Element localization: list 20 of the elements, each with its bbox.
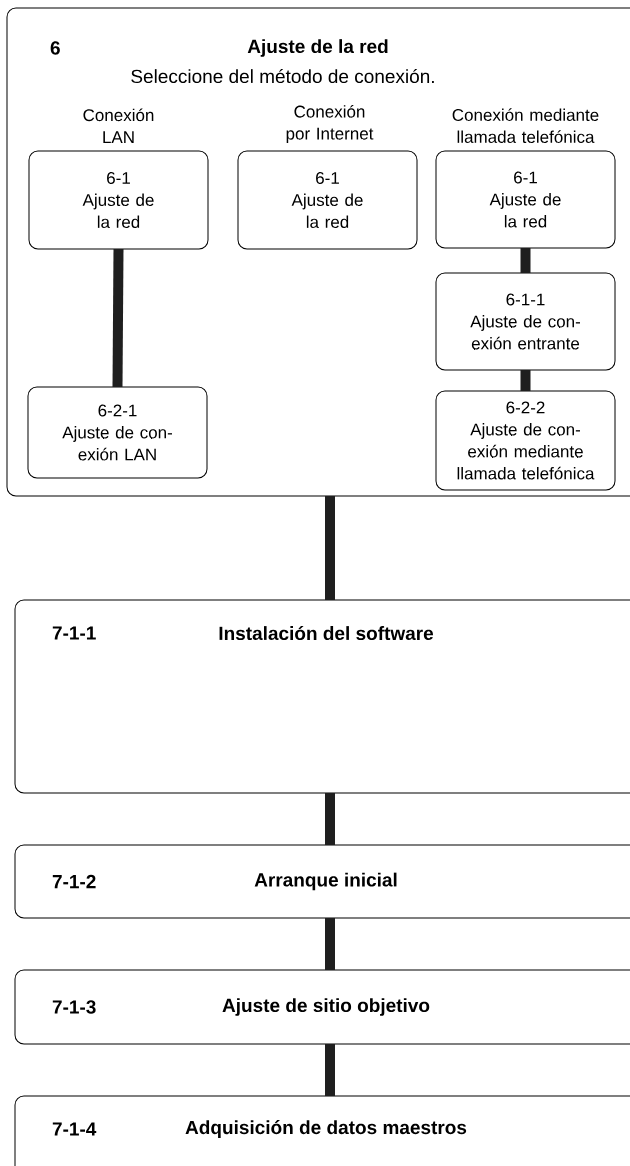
connector-line [325, 1044, 335, 1096]
connector-line [325, 793, 335, 845]
connector-line [520, 248, 531, 273]
step-box: 6-1 Ajuste de la red [237, 150, 418, 250]
step-box: 7-1-4 Adquisición de datos maestros [14, 1095, 630, 1166]
step-box: 6-1-1 Ajuste de con- exión entrante [435, 272, 616, 371]
connector-line [325, 918, 335, 970]
step-box: 6-1 Ajuste de la red [28, 150, 209, 250]
step-box: 7-1-2 Arranque inicial [14, 844, 630, 919]
step-box: 6-1 Ajuste de la red [435, 150, 616, 249]
connector-line [520, 370, 531, 391]
step-box: 6-2-2 Ajuste de con- exión mediante llamada telefónica [435, 390, 616, 491]
step-box: 7-1-3 Ajuste de sitio objetivo [14, 969, 630, 1045]
column-heading: Conexión por Internet [286, 104, 374, 143]
column-heading: Conexión mediante llamada telefónica [452, 108, 599, 143]
connector-line [325, 496, 335, 600]
step-box: 7-1-1 Instalación del software [14, 599, 630, 794]
column-heading: Conexión LAN [83, 108, 154, 143]
connector-line [112, 248, 124, 388]
step-box: 6-2-1 Ajuste de con- exión LAN [27, 386, 208, 479]
